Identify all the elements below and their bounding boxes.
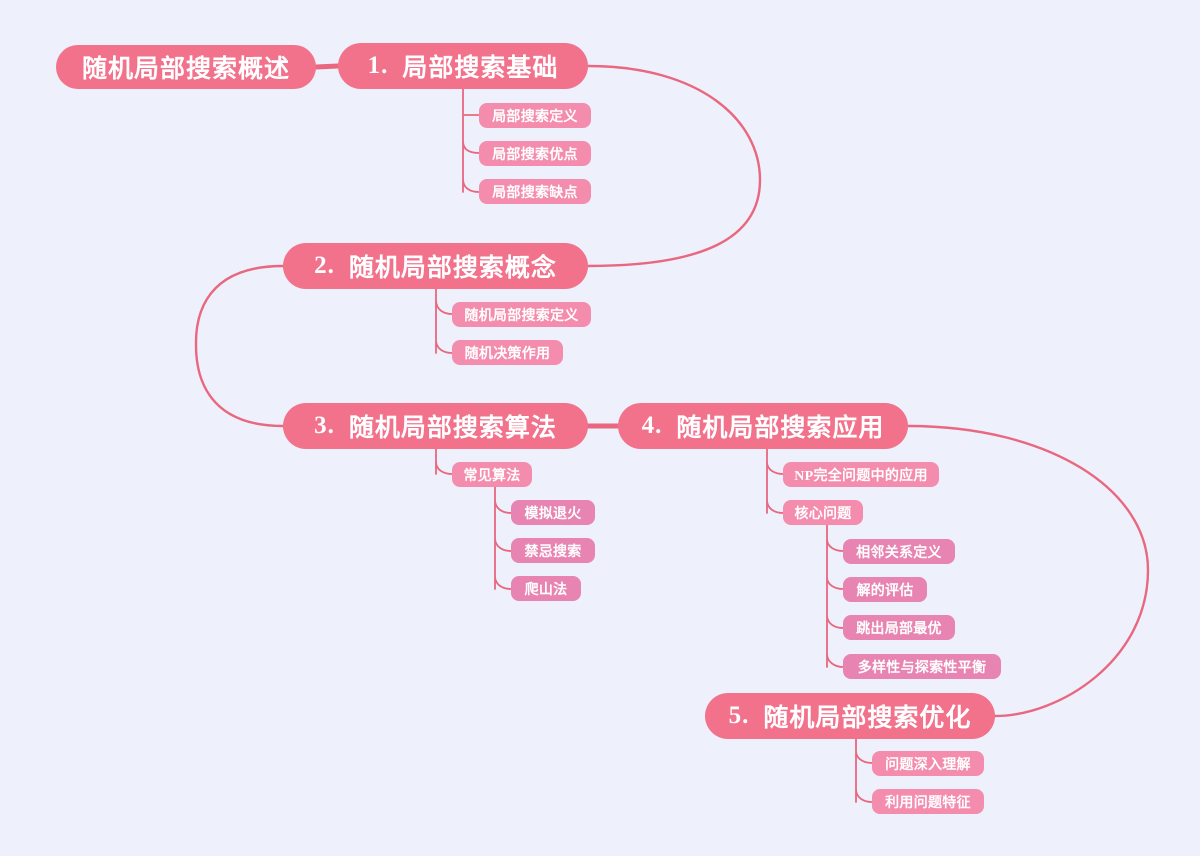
branch-node-1[interactable]: 1. 局部搜索基础 [338, 43, 588, 89]
leaf-4-2-1-label: 相邻关系定义 [856, 545, 942, 561]
leaf-4-2-2[interactable]: 解的评估 [843, 577, 927, 602]
branch-node-3-label: 随机局部搜索算法 [348, 415, 557, 442]
subtopic-1-3-label: 局部搜索缺点 [492, 185, 578, 201]
edge-branch-1-to-branch-2 [586, 64, 762, 268]
root-node-label: 随机局部搜索概述 [81, 56, 290, 83]
edge-branch-3-children [435, 448, 453, 475]
subtopic-1-1-label: 局部搜索定义 [492, 109, 578, 125]
subtopic-1-2-label: 局部搜索优点 [492, 147, 578, 163]
leaf-4-2-3-label: 跳出局部最优 [856, 621, 942, 637]
edge-branch-2-to-branch-3 [194, 264, 285, 428]
edge-branch-1-children [462, 88, 480, 193]
subtopic-2-2-label: 随机决策作用 [464, 346, 551, 362]
branch-node-3[interactable]: 3. 随机局部搜索算法 [283, 403, 588, 449]
leaf-4-2-2-label: 解的评估 [856, 583, 914, 599]
branch-node-2-label: 随机局部搜索概念 [348, 255, 557, 282]
subtopic-5-1[interactable]: 问题深入理解 [872, 751, 984, 776]
branch-node-2-number: 2. [314, 252, 335, 279]
edge-branch-2-children [435, 288, 453, 354]
branch-node-1-label: 局部搜索基础 [402, 55, 559, 82]
branch-node-4-label: 随机局部搜索应用 [676, 415, 885, 442]
edge-core-issue-children [826, 524, 844, 668]
subtopic-4-2[interactable]: 核心问题 [783, 500, 863, 525]
leaf-3-1-3-label: 爬山法 [524, 582, 568, 598]
subtopic-1-2[interactable]: 局部搜索优点 [479, 141, 591, 166]
branch-node-3-number: 3. [314, 412, 335, 439]
subtopic-1-3[interactable]: 局部搜索缺点 [479, 179, 591, 204]
root-node[interactable]: 随机局部搜索概述 [56, 45, 316, 89]
subtopic-3-1[interactable]: 常见算法 [452, 462, 532, 487]
subtopic-5-2-label: 利用问题特征 [885, 795, 971, 811]
branch-node-5-number: 5. [728, 702, 750, 729]
leaf-3-1-2-label: 禁忌搜索 [524, 544, 582, 560]
leaf-3-1-1[interactable]: 模拟退火 [511, 500, 595, 525]
subtopic-2-1[interactable]: 随机局部搜索定义 [452, 302, 591, 327]
leaf-4-2-1[interactable]: 相邻关系定义 [843, 539, 955, 564]
edge-branch-4-children [766, 448, 784, 514]
branch-node-5[interactable]: 5. 随机局部搜索优化 [705, 693, 995, 739]
edge-common-algos-children [494, 486, 512, 590]
branch-node-2[interactable]: 2. 随机局部搜索概念 [283, 243, 588, 289]
branch-node-4-number: 4. [641, 412, 663, 439]
subtopic-2-1-label: 随机局部搜索定义 [464, 308, 579, 324]
leaf-4-2-3[interactable]: 跳出局部最优 [843, 615, 955, 640]
subtopic-5-2[interactable]: 利用问题特征 [872, 789, 984, 814]
leaf-3-1-3[interactable]: 爬山法 [511, 576, 581, 601]
subtopic-3-1-label: 常见算法 [463, 468, 521, 484]
leaf-4-2-4[interactable]: 多样性与探索性平衡 [843, 654, 1001, 679]
leaf-3-1-2[interactable]: 禁忌搜索 [511, 538, 595, 563]
branch-node-1-number: 1. [367, 52, 389, 79]
subtopic-2-2[interactable]: 随机决策作用 [452, 340, 563, 365]
subtopic-4-2-label: 核心问题 [794, 506, 852, 522]
branch-node-4[interactable]: 4. 随机局部搜索应用 [618, 403, 908, 449]
subtopic-1-1[interactable]: 局部搜索定义 [479, 103, 591, 128]
leaf-4-2-4-label: 多样性与探索性平衡 [857, 660, 987, 676]
subtopic-5-1-label: 问题深入理解 [885, 757, 971, 773]
edge-branch-5-children [855, 738, 873, 803]
subtopic-4-1[interactable]: NP完全问题中的应用 [783, 462, 939, 487]
branch-node-5-label: 随机局部搜索优化 [763, 705, 972, 732]
leaf-3-1-1-label: 模拟退火 [524, 506, 582, 522]
edge-root-to-branch-1 [313, 63, 341, 70]
subtopic-4-1-label: NP完全问题中的应用 [794, 468, 928, 484]
